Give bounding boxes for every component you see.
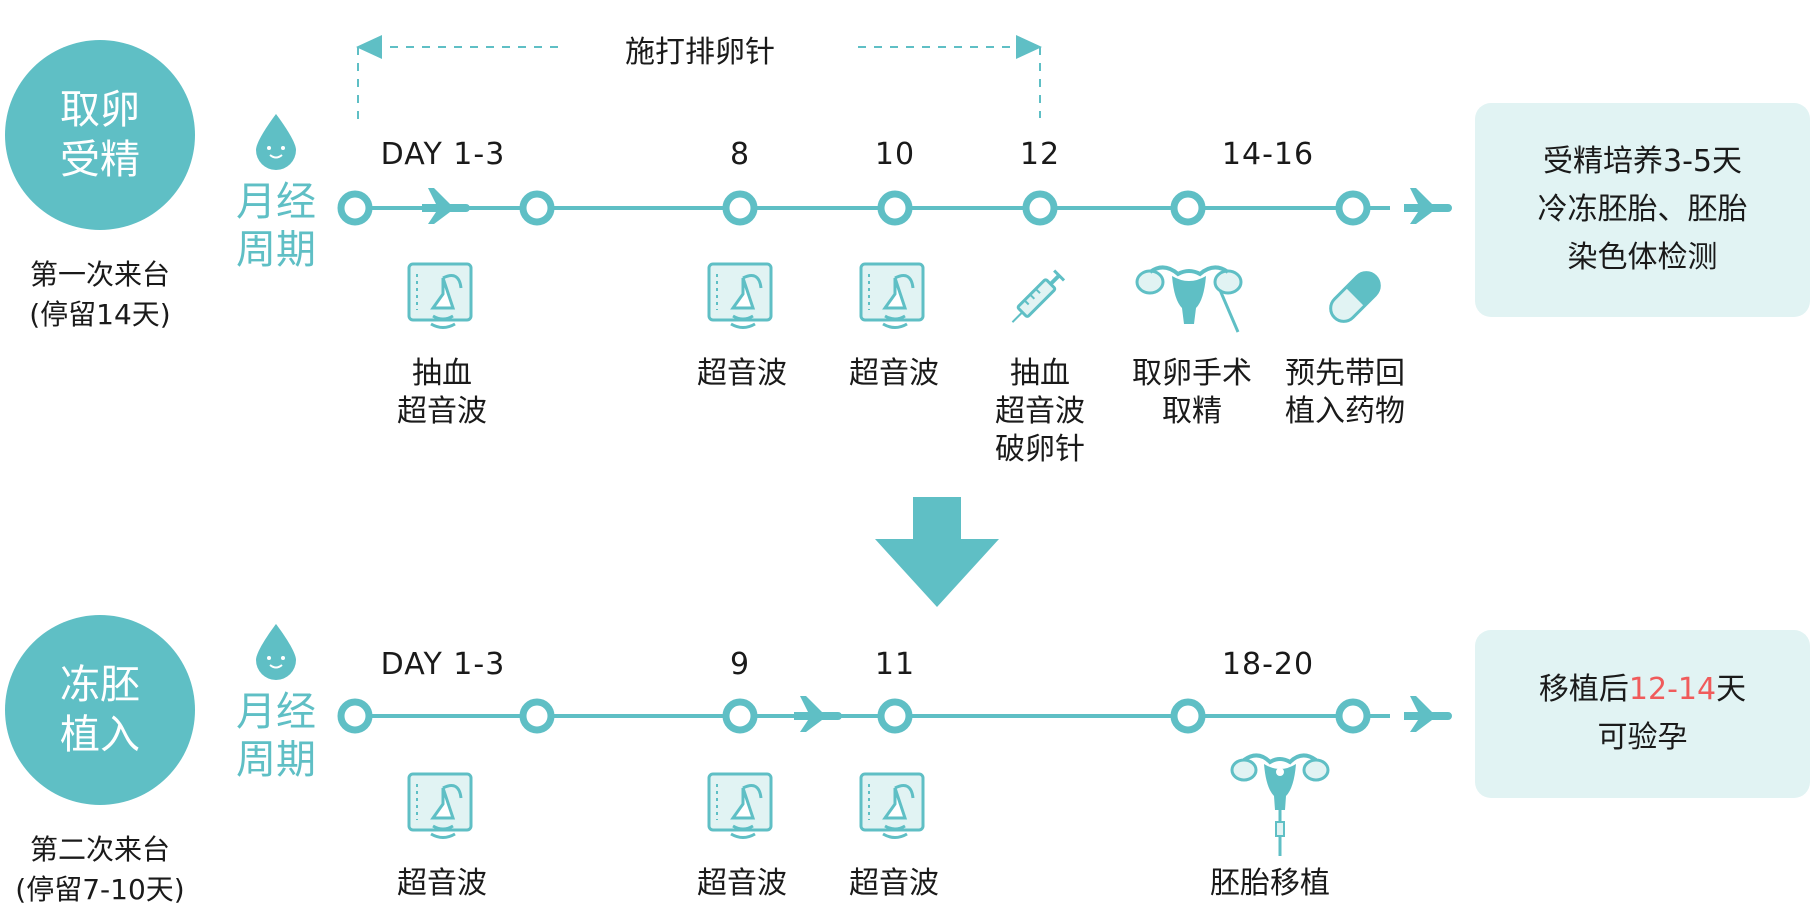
phase1-day-3: 10 bbox=[874, 137, 916, 172]
phase2-day-3: 11 bbox=[874, 647, 916, 682]
phase2-timeline bbox=[337, 698, 1390, 734]
phase1-visit-line2: (停留14天) bbox=[29, 298, 171, 331]
phase1-label-3: 超音波 bbox=[804, 355, 984, 393]
phase1-result-line2: 冷冻胚胎、胚胎 bbox=[1537, 192, 1748, 227]
arrow-down-icon bbox=[875, 497, 999, 607]
phase2-visit-note: 第二次来台 (停留7-10天) bbox=[0, 830, 200, 910]
ultrasound-icon bbox=[707, 772, 773, 839]
trigger-label: 施打排卵针 bbox=[625, 35, 775, 70]
phase1-label-5: 取卵手术 取精 bbox=[1102, 355, 1282, 431]
phase2-day-2: 9 bbox=[729, 647, 751, 682]
syringe-icon bbox=[1011, 269, 1066, 323]
phase2-cycle-line1: 月经 bbox=[236, 689, 316, 735]
phase1-label-2-line1: 超音波 bbox=[697, 356, 787, 391]
phase1-timeline bbox=[337, 190, 1390, 226]
phase2-result-suffix: 天 bbox=[1716, 672, 1747, 707]
phase2-visit-line2: (停留7-10天) bbox=[15, 873, 185, 906]
phase2-cycle-label: 月经 周期 bbox=[226, 688, 326, 784]
phase1-cycle-line2: 周期 bbox=[236, 227, 316, 273]
phase1-cycle-label: 月经 周期 bbox=[226, 178, 326, 274]
airplane-icon bbox=[794, 696, 842, 732]
phase2-title-line2: 植入 bbox=[60, 712, 140, 758]
phase1-result-line1: 受精培养3-5天 bbox=[1543, 144, 1742, 179]
phase2-label-1-line1: 超音波 bbox=[397, 866, 487, 901]
phase2-title-line1: 冻胚 bbox=[60, 662, 140, 708]
ultrasound-icon bbox=[859, 262, 925, 329]
phase1-result-line3: 染色体检测 bbox=[1567, 240, 1718, 275]
phase2-label-3-line1: 超音波 bbox=[849, 866, 939, 901]
phase2-label-2-line1: 超音波 bbox=[697, 866, 787, 901]
drop-icon bbox=[256, 114, 296, 170]
phase1-day-1: DAY 1-3 bbox=[380, 137, 506, 172]
phase2-result-box: 移植后12-14天 可验孕 bbox=[1475, 630, 1810, 798]
phase2-visit-line1: 第二次来台 bbox=[29, 833, 170, 866]
phase2-result-highlight: 12-14 bbox=[1628, 672, 1717, 707]
phase2-day-4: 18-20 bbox=[1221, 647, 1315, 682]
drop-icon bbox=[256, 624, 296, 680]
phase1-label-4: 抽血 超音波 破卵针 bbox=[950, 355, 1130, 469]
phase1-visit-note: 第一次来台 (停留14天) bbox=[0, 255, 200, 335]
phase1-label-1-line1: 抽血 bbox=[412, 356, 472, 391]
phase1-label-1-line2: 超音波 bbox=[397, 394, 487, 429]
phase1-label-4-line1: 抽血 bbox=[1010, 356, 1070, 391]
pill-icon bbox=[1329, 271, 1381, 323]
airplane-icon bbox=[1404, 188, 1452, 224]
phase1-label-3-line1: 超音波 bbox=[849, 356, 939, 391]
phase2-result-line1: 移植后12-14天 bbox=[1539, 666, 1746, 714]
phase1-label-6-line1: 预先带回 bbox=[1285, 356, 1405, 391]
trigger-bracket bbox=[356, 35, 1042, 125]
phase1-cycle-line1: 月经 bbox=[236, 179, 316, 225]
phase2-result-line2: 可验孕 bbox=[1597, 720, 1688, 755]
phase1-circle: 取卵 受精 bbox=[5, 40, 195, 230]
airplane-icon bbox=[1404, 696, 1452, 732]
ultrasound-icon bbox=[407, 772, 473, 839]
phase1-result-box: 受精培养3-5天 冷冻胚胎、胚胎 染色体检测 bbox=[1475, 103, 1810, 317]
phase1-label-6: 预先带回 植入药物 bbox=[1255, 355, 1435, 431]
phase1-day-5: 14-16 bbox=[1221, 137, 1315, 172]
phase2-circle: 冻胚 植入 bbox=[5, 615, 195, 805]
phase2-label-4: 胚胎移植 bbox=[1180, 865, 1360, 903]
phase2-result-prefix: 移植后 bbox=[1538, 672, 1629, 707]
phase1-label-2: 超音波 bbox=[652, 355, 832, 393]
ultrasound-icon bbox=[407, 262, 473, 329]
ultrasound-icon bbox=[707, 262, 773, 329]
phase1-label-6-line2: 植入药物 bbox=[1285, 394, 1405, 429]
phase2-day-1: DAY 1-3 bbox=[380, 647, 506, 682]
uterus-icon bbox=[1230, 753, 1330, 856]
phase1-title-line1: 取卵 bbox=[60, 87, 140, 133]
phase1-visit-line1: 第一次来台 bbox=[29, 258, 170, 291]
airplane-icon bbox=[422, 188, 470, 224]
phase1-day-2: 8 bbox=[729, 137, 751, 172]
phase1-label-4-line2: 超音波 bbox=[995, 394, 1085, 429]
phase2-label-1: 超音波 bbox=[352, 865, 532, 903]
phase1-label-1: 抽血 超音波 bbox=[352, 355, 532, 431]
phase1-label-4-line3: 破卵针 bbox=[995, 432, 1085, 467]
phase1-label-5-line2: 取精 bbox=[1162, 394, 1222, 429]
ultrasound-icon bbox=[859, 772, 925, 839]
phase2-label-2: 超音波 bbox=[652, 865, 832, 903]
phase2-label-4-line1: 胚胎移植 bbox=[1210, 866, 1330, 901]
phase2-cycle-line2: 周期 bbox=[236, 737, 316, 783]
phase1-day-4: 12 bbox=[1019, 137, 1061, 172]
phase1-label-5-line1: 取卵手术 bbox=[1132, 356, 1252, 391]
phase2-label-3: 超音波 bbox=[804, 865, 984, 903]
uterus-icon bbox=[1135, 265, 1243, 333]
phase1-title-line2: 受精 bbox=[60, 137, 140, 183]
